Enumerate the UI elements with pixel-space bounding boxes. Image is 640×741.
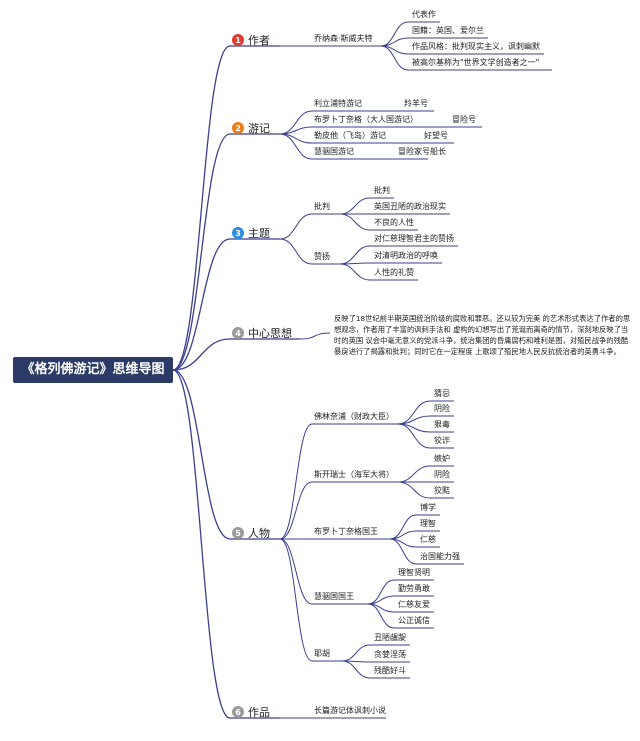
sub-node[interactable]: 慧骃国游记 — [314, 147, 354, 156]
leaf-node[interactable]: 狠毒 — [434, 420, 450, 429]
leaf-node[interactable]: 羚羊号 — [404, 99, 428, 108]
branch-node[interactable]: 5 人物 — [232, 525, 270, 541]
leaf-node[interactable]: 国籍：英国、爱尔兰 — [412, 26, 484, 35]
leaf-node[interactable]: 作品风格：批判现实主义，讽刺幽默 — [412, 42, 540, 51]
connector — [397, 423, 431, 449]
branch-node[interactable]: 2 游记 — [232, 120, 270, 136]
sub-node[interactable]: 佛林奈浦（财政大臣） — [314, 412, 394, 421]
branch-node[interactable]: 3 主题 — [232, 225, 270, 241]
leaf-node[interactable]: 猜忌 — [434, 389, 450, 398]
leaf-node[interactable]: 残酷好斗 — [374, 666, 406, 675]
sub-node[interactable]: 长篇游记体讽刺小说 — [314, 706, 386, 715]
number-badge-icon: 6 — [232, 706, 244, 718]
sub-node[interactable]: 斯开瑞士（海军大将） — [314, 470, 394, 479]
leaf-node[interactable]: 冒险家号船长 — [398, 147, 446, 156]
sub-node[interactable]: 布罗卜丁奈格国王 — [314, 527, 378, 536]
leaf-node[interactable]: 英国丑陋的政治现实 — [374, 202, 446, 211]
leaf-node[interactable]: 狡诈 — [434, 436, 450, 445]
connector — [172, 369, 231, 719]
branch-label: 游记 — [248, 122, 270, 135]
number-badge-icon: 1 — [232, 34, 244, 46]
branch-node[interactable]: 6 作品 — [232, 704, 270, 720]
connector — [279, 423, 313, 540]
number-badge-icon: 3 — [232, 227, 244, 239]
sub-node[interactable]: 耶胡 — [314, 649, 330, 658]
leaf-node[interactable]: 好望号 — [424, 131, 448, 140]
leaf-node[interactable]: 被高尔基称为"世界文学创造者之一" — [412, 58, 540, 67]
connector — [341, 660, 371, 679]
branch-node[interactable]: 4 中心思想 — [232, 325, 292, 341]
root-node[interactable]: 《格列佛游记》思维导图 — [13, 357, 173, 383]
leaf-node[interactable]: 代表作 — [412, 10, 436, 19]
connector — [172, 338, 231, 371]
leaf-node[interactable]: 对清明政治的呼唤 — [374, 251, 438, 260]
number-badge-icon: 4 — [232, 327, 244, 339]
connector — [172, 45, 231, 371]
connector — [380, 45, 409, 71]
leaf-node[interactable]: 冒险号 — [452, 115, 476, 124]
leaf-node[interactable]: 对仁慈理智君主的赞扬 — [374, 234, 454, 243]
leaf-node[interactable]: 阴险 — [434, 470, 450, 479]
sub-node[interactable]: 乔纳森·斯威夫特 — [314, 34, 373, 43]
leaf-node[interactable]: 理智 — [420, 519, 436, 528]
sub-node[interactable]: 批判 — [314, 202, 330, 211]
connector — [172, 133, 231, 371]
connector — [279, 538, 313, 605]
branch-label: 主题 — [248, 227, 270, 240]
connector — [341, 644, 371, 662]
leaf-node[interactable]: 丑陋龌龊 — [374, 633, 406, 642]
leaf-node[interactable]: 公正诚信 — [398, 616, 430, 625]
leaf-node[interactable]: 嫉妒 — [434, 454, 450, 463]
connector — [367, 603, 395, 629]
sub-node[interactable]: 勒皮他（飞岛）游记 — [314, 131, 386, 140]
connector — [172, 238, 231, 371]
leaf-node[interactable]: 贪婪淫荡 — [374, 650, 406, 659]
leaf-node[interactable]: 仁慈友爱 — [398, 600, 430, 609]
connector — [397, 465, 431, 483]
branch-label: 作者 — [248, 34, 270, 47]
central-idea-text: 反映了18世纪前半期英国统治阶级的腐败和罪恶。还以较为完美 的艺术形式表达了作者… — [334, 314, 631, 356]
connector — [339, 213, 371, 231]
leaf-node[interactable]: 狡黠 — [434, 486, 450, 495]
sub-node[interactable]: 利立浦特游记 — [314, 99, 362, 108]
connector — [339, 245, 371, 265]
leaf-node[interactable]: 人性的礼赞 — [374, 268, 414, 277]
connector — [279, 213, 313, 240]
branch-label: 作品 — [248, 706, 270, 719]
leaf-node[interactable]: 理智贤明 — [398, 568, 430, 577]
number-badge-icon: 5 — [232, 527, 244, 539]
leaf-node[interactable]: 阴险 — [434, 404, 450, 413]
branch-label: 中心思想 — [248, 327, 292, 340]
leaf-node[interactable]: 仁慈 — [420, 535, 436, 544]
leaf-node[interactable]: 勤劳勇敢 — [398, 584, 430, 593]
sub-node[interactable]: 布罗卜丁奈格（大人国游记） — [314, 115, 418, 124]
connector — [279, 538, 313, 662]
branch-node[interactable]: 1 作者 — [232, 32, 270, 48]
branch-label: 人物 — [248, 527, 270, 540]
connector — [299, 332, 331, 340]
connector — [279, 481, 313, 540]
leaf-node[interactable]: 治国能力强 — [420, 552, 460, 561]
connector — [172, 369, 231, 540]
sub-node[interactable]: 慧骃国国王 — [314, 592, 354, 601]
connector — [397, 481, 431, 499]
leaf-node[interactable]: 不良的人性 — [374, 218, 414, 227]
leaf-node[interactable]: 批判 — [374, 186, 390, 195]
sub-node[interactable]: 赞扬 — [314, 252, 330, 261]
connector — [279, 238, 313, 265]
connector — [389, 538, 417, 565]
number-badge-icon: 2 — [232, 122, 244, 134]
connector — [339, 197, 371, 215]
leaf-node[interactable]: 博学 — [420, 503, 436, 512]
connector — [339, 263, 371, 281]
connector — [279, 133, 313, 160]
